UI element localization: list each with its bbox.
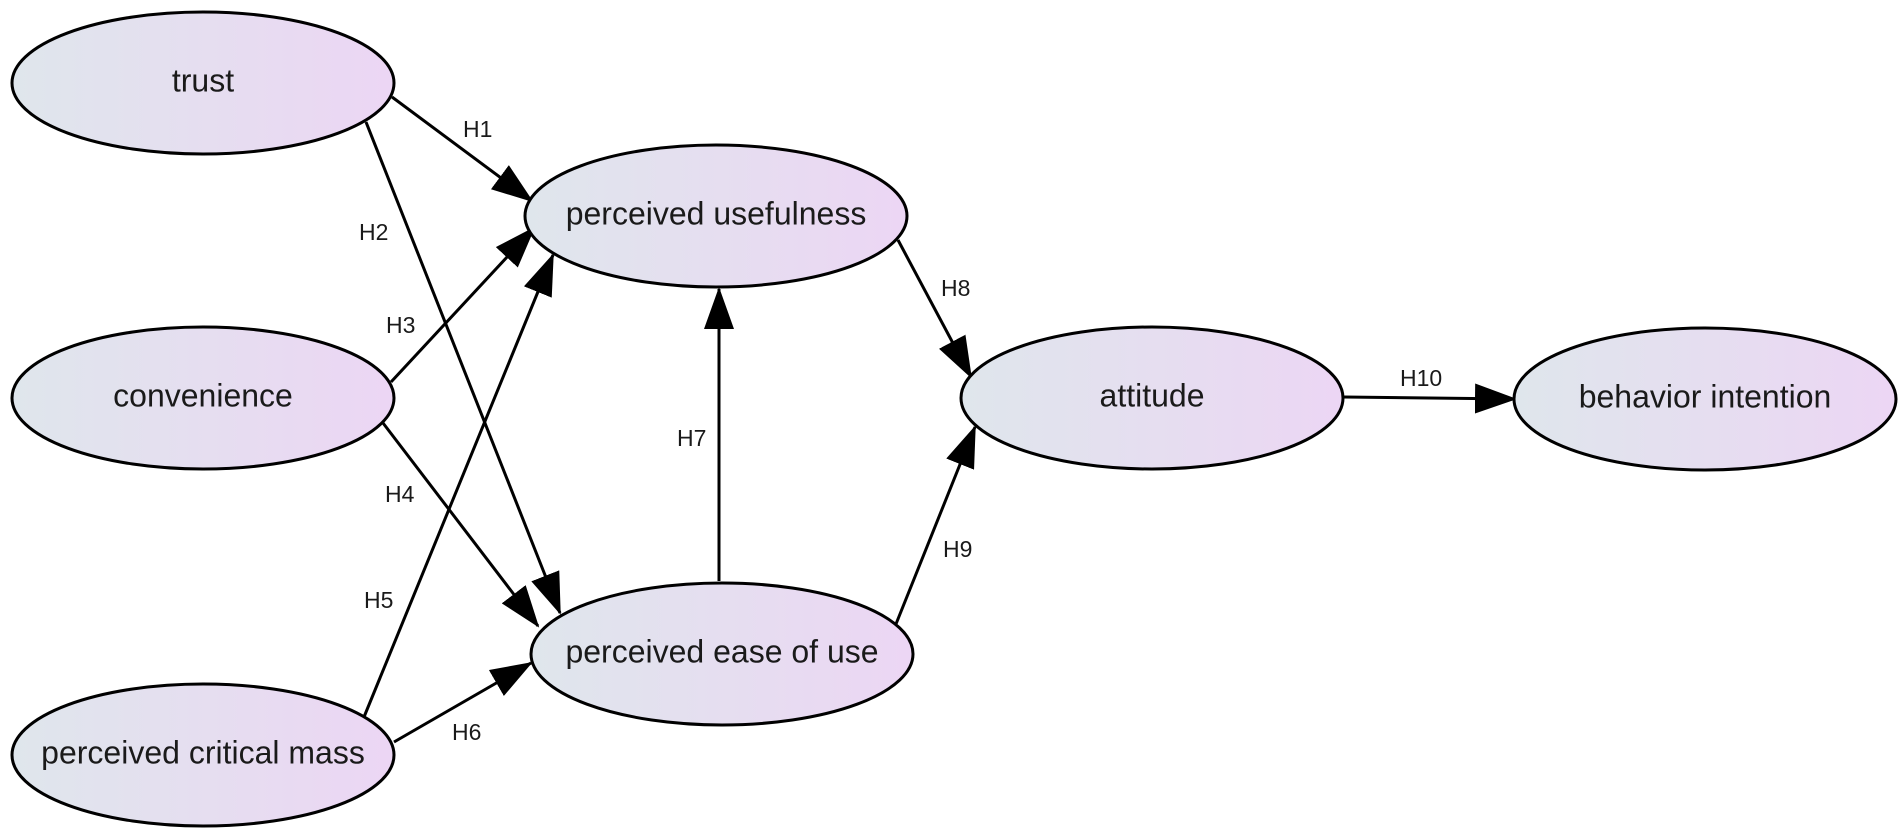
node-label-convenience: convenience: [113, 377, 293, 413]
edge-h4: H4: [381, 422, 540, 628]
node-convenience: convenience: [10, 325, 396, 471]
node-label-perceived-critical-mass: perceived critical mass: [41, 734, 365, 770]
node-label-attitude: attitude: [1100, 377, 1205, 413]
edge-label-h8: H8: [941, 275, 970, 301]
node-perceived-critical-mass: perceived critical mass: [10, 682, 396, 828]
edge-label-h10: H10: [1400, 365, 1442, 391]
node-label-behavior-intention: behavior intention: [1579, 378, 1832, 414]
edge-label-h9: H9: [943, 536, 972, 562]
edge-h8: H8: [896, 239, 973, 379]
nodes: trust convenience perceived critical mas…: [10, 10, 1898, 828]
node-perceived-ease-of-use: perceived ease of use: [529, 581, 915, 727]
node-label-trust: trust: [172, 62, 234, 98]
node-trust: trust: [10, 10, 396, 156]
node-label-perceived-ease-of-use: perceived ease of use: [565, 633, 878, 669]
node-attitude: attitude: [959, 325, 1345, 471]
node-perceived-usefulness: perceived usefulness: [523, 143, 909, 289]
node-behavior-intention: behavior intention: [1512, 326, 1898, 472]
edge-label-h5: H5: [364, 587, 393, 613]
edge-h6: H6: [393, 661, 533, 745]
edge-h10: H10: [1343, 365, 1517, 414]
edge-h3: H3: [386, 226, 536, 384]
edge-label-h3: H3: [386, 312, 415, 338]
edge-label-h6: H6: [452, 719, 481, 745]
edge-h7: H7: [677, 287, 734, 581]
edge-h9: H9: [894, 425, 977, 625]
edges: H1 H2 H3 H4 H5 H6 H7 H8: [359, 95, 1517, 745]
edge-h2: H2: [359, 121, 562, 615]
edge-label-h1: H1: [463, 116, 492, 142]
edge-h1: H1: [391, 95, 534, 203]
edge-label-h2: H2: [359, 219, 388, 245]
edge-label-h4: H4: [385, 481, 415, 507]
edge-h5: H5: [362, 253, 555, 718]
edge-label-h7: H7: [677, 425, 706, 451]
node-label-perceived-usefulness: perceived usefulness: [566, 195, 867, 231]
